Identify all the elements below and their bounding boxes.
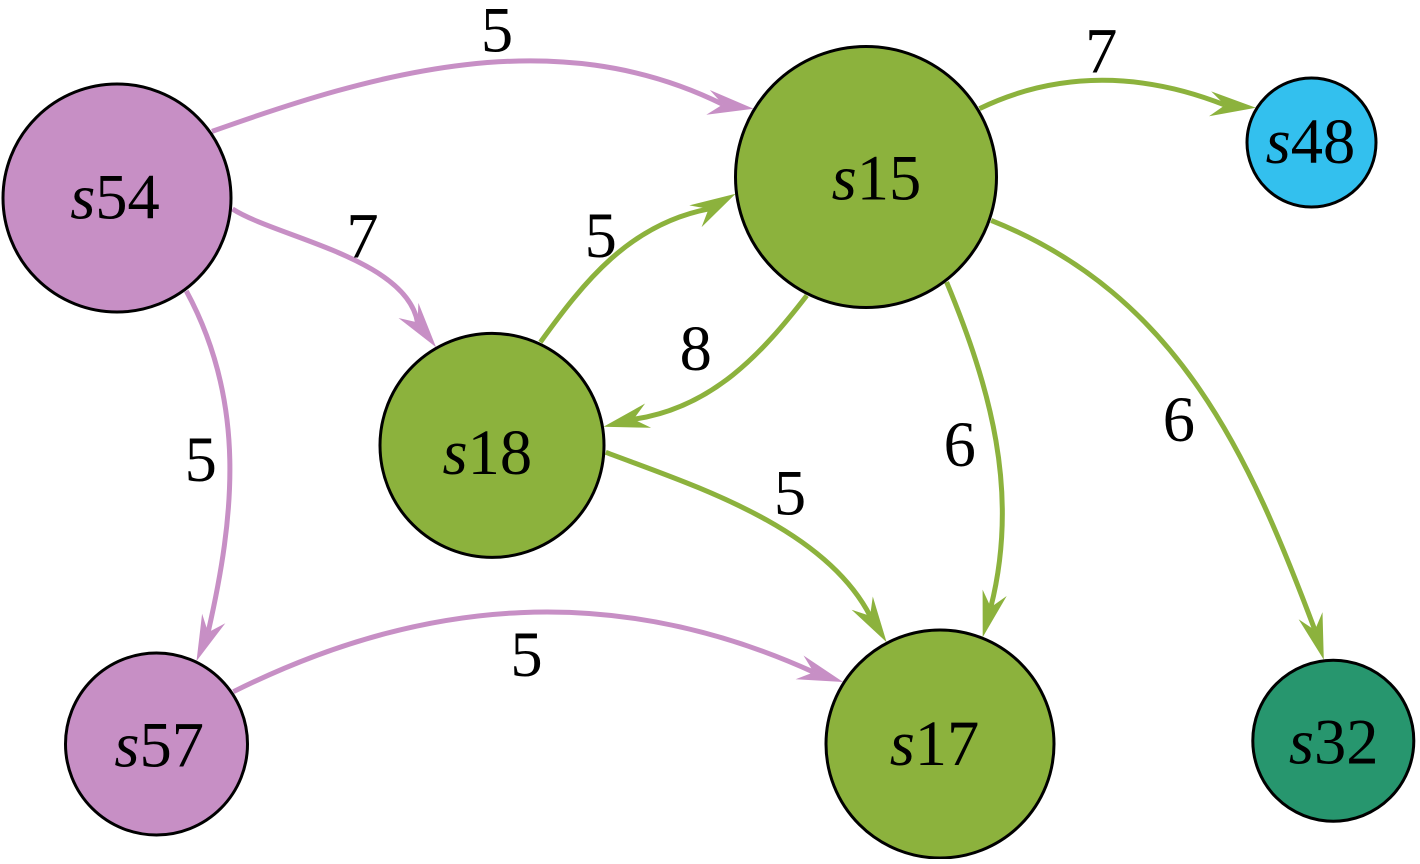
svg-text:7: 7 (346, 200, 378, 271)
svg-text:s48: s48 (1266, 106, 1356, 177)
svg-text:s18: s18 (442, 417, 532, 488)
svg-text:5: 5 (585, 200, 617, 271)
svg-text:5: 5 (185, 424, 217, 495)
svg-text:s54: s54 (70, 161, 160, 232)
svg-text:s15: s15 (832, 143, 922, 214)
svg-text:s57: s57 (114, 710, 204, 781)
svg-text:5: 5 (774, 457, 806, 528)
svg-text:8: 8 (680, 313, 712, 384)
svg-text:5: 5 (481, 0, 513, 65)
svg-text:7: 7 (1085, 16, 1117, 87)
svg-text:6: 6 (1163, 384, 1195, 455)
svg-text:5: 5 (510, 619, 542, 690)
svg-text:6: 6 (944, 409, 976, 480)
svg-text:s32: s32 (1289, 706, 1379, 777)
svg-text:s17: s17 (890, 708, 980, 779)
